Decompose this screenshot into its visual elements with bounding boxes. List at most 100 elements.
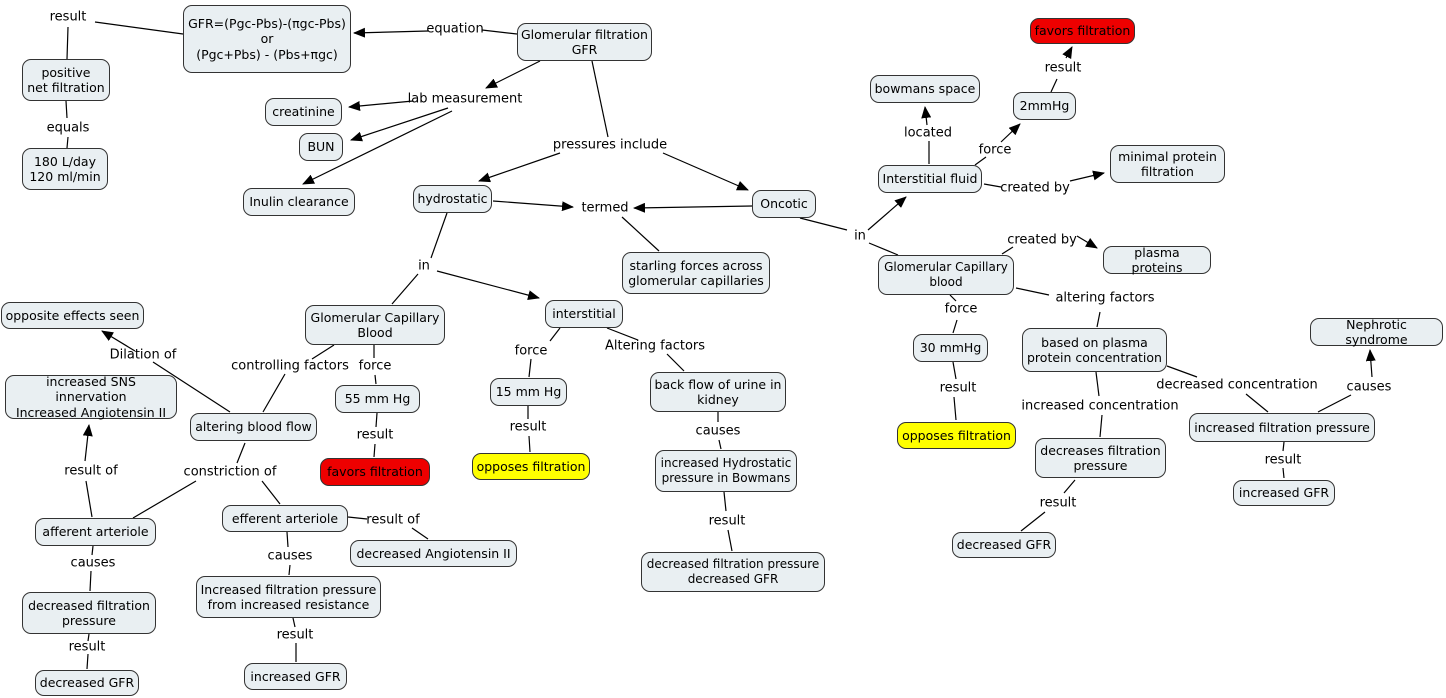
edge-label-causes-afferent[interactable]: causes bbox=[70, 555, 116, 571]
node-increased-filtration-pressure-right[interactable]: increased filtration pressure bbox=[1189, 413, 1375, 442]
edge-label-result-top-left[interactable]: result bbox=[49, 9, 87, 25]
node-glomerular-capillary-blood-right[interactable]: Glomerular Capillary blood bbox=[878, 255, 1014, 295]
edge-label-altering-factors-right[interactable]: altering factors bbox=[1055, 290, 1155, 306]
node-decreased-fp-decreased-gfr[interactable]: decreased filtration pressure decreased … bbox=[641, 552, 825, 592]
node-sns-angiotensin[interactable]: increased SNS innervation Increased Angi… bbox=[5, 374, 177, 420]
edge-label-result-of-efferent[interactable]: result of bbox=[366, 512, 420, 528]
edge-label-lab-measurement[interactable]: lab measurement bbox=[407, 91, 523, 107]
node-opposes-filtration-right[interactable]: opposes filtration bbox=[897, 422, 1016, 449]
node-favors-filtration-left[interactable]: favors filtration bbox=[320, 458, 430, 486]
edge-label-force-gcb-right[interactable]: force bbox=[944, 301, 978, 317]
node-increased-fp-resistance[interactable]: Increased filtration pressure from incre… bbox=[196, 576, 381, 618]
edge-label-created-by-interstitial-fluid[interactable]: created by bbox=[1000, 180, 1070, 196]
node-hydrostatic[interactable]: hydrostatic bbox=[413, 185, 492, 213]
edge-label-result-15[interactable]: result bbox=[509, 419, 547, 435]
node-gfr-formula[interactable]: GFR=(Pgc-Pbs)-(πgc-Pbs) or (Pgc+Pbs) - (… bbox=[183, 5, 351, 73]
node-interstitial-fluid[interactable]: Interstitial fluid bbox=[878, 165, 982, 193]
node-positive-net-filtration[interactable]: positive net filtration bbox=[22, 59, 110, 101]
node-based-on-plasma-protein[interactable]: based on plasma protein concentration bbox=[1022, 328, 1167, 372]
edge-line bbox=[1317, 394, 1352, 413]
edge-line bbox=[1001, 246, 1014, 255]
edge-label-located[interactable]: located bbox=[903, 125, 953, 141]
edge-line bbox=[718, 439, 722, 450]
node-increased-gfr-right[interactable]: increased GFR bbox=[1233, 480, 1335, 506]
edge-line bbox=[1095, 371, 1100, 397]
edge-label-constriction-of[interactable]: constriction of bbox=[183, 464, 277, 480]
edge-line bbox=[391, 273, 419, 305]
node-opposite-effects-seen[interactable]: opposite effects seen bbox=[1, 302, 144, 329]
node-plasma-proteins[interactable]: plasma proteins bbox=[1103, 245, 1211, 275]
edge-line bbox=[353, 27, 429, 38]
edge-label-force-interstitial-fluid[interactable]: force bbox=[978, 142, 1012, 158]
node-back-flow-urine[interactable]: back flow of urine in kidney bbox=[650, 372, 786, 412]
edge-label-result-ifpr[interactable]: result bbox=[276, 627, 314, 643]
edge-label-decreased-concentration[interactable]: decreased concentration bbox=[1156, 377, 1318, 393]
edge-label-controlling-factors[interactable]: controlling factors bbox=[231, 358, 349, 374]
node-glomerular-filtration-gfr[interactable]: Glomerular filtration GFR bbox=[517, 23, 652, 61]
edge-line bbox=[411, 527, 429, 540]
edge-line bbox=[1096, 311, 1101, 328]
node-two-mm-hg[interactable]: 2mmHg bbox=[1013, 92, 1076, 120]
edge-label-result-30mmhg[interactable]: result bbox=[939, 380, 977, 396]
node-nephrotic-syndrome[interactable]: Nephrotic syndrome bbox=[1310, 317, 1443, 347]
node-decreased-gfr-right[interactable]: decreased GFR bbox=[952, 532, 1056, 558]
edge-label-pressures-include[interactable]: pressures include bbox=[552, 137, 668, 153]
node-decreased-filtration-pressure-left[interactable]: decreased filtration pressure bbox=[22, 592, 156, 634]
edge-label-created-by-gcb[interactable]: created by bbox=[1007, 232, 1077, 248]
node-increased-hydrostatic-bowmans[interactable]: increased Hydrostatic pressure in Bowman… bbox=[655, 450, 797, 492]
node-glomerular-capillary-blood-left[interactable]: Glomerular Capillary Blood bbox=[305, 305, 445, 345]
node-favors-filtration-top-right[interactable]: favors filtration bbox=[1030, 18, 1135, 44]
node-rate-180-l-day[interactable]: 180 L/day 120 ml/min bbox=[22, 148, 108, 190]
edge-label-causes-efferent[interactable]: causes bbox=[267, 548, 313, 564]
edge-label-in-right[interactable]: in bbox=[854, 228, 866, 244]
edge-label-force-interstitial[interactable]: force bbox=[514, 343, 548, 359]
node-minimal-protein-filtration[interactable]: minimal protein filtration bbox=[1110, 145, 1225, 183]
edge-label-result-ifp-right[interactable]: result bbox=[1264, 452, 1302, 468]
node-afferent-arteriole[interactable]: afferent arteriole bbox=[35, 518, 156, 546]
node-bun[interactable]: BUN bbox=[299, 133, 343, 161]
node-fiftyfive-mm-hg[interactable]: 55 mm Hg bbox=[335, 385, 420, 413]
edge-line bbox=[1015, 287, 1050, 296]
node-decreases-filtration-pressure[interactable]: decreases filtration pressure bbox=[1035, 438, 1166, 478]
edge-label-causes-backflow[interactable]: causes bbox=[695, 423, 741, 439]
node-altering-blood-flow[interactable]: altering blood flow bbox=[190, 413, 317, 441]
edge-line bbox=[262, 373, 286, 413]
edge-label-result-dfp-left[interactable]: result bbox=[68, 639, 106, 655]
edge-line bbox=[82, 424, 93, 462]
node-fifteen-mm-hg[interactable]: 15 mm Hg bbox=[490, 378, 567, 406]
node-opposes-filtration-left[interactable]: opposes filtration bbox=[472, 453, 590, 480]
edge-label-dilation-of[interactable]: Dilation of bbox=[109, 347, 177, 363]
node-decreased-gfr-bottom-left[interactable]: decreased GFR bbox=[35, 670, 139, 696]
edge-label-result-dfp-right[interactable]: result bbox=[1039, 495, 1077, 511]
edge-line bbox=[549, 327, 561, 342]
edge-line bbox=[288, 564, 291, 576]
edge-line bbox=[1069, 170, 1105, 182]
edge-label-increased-concentration[interactable]: increased concentration bbox=[1021, 398, 1179, 414]
edge-label-equation[interactable]: equation bbox=[426, 21, 484, 37]
edge-label-result-55[interactable]: result bbox=[356, 427, 394, 443]
node-creatinine[interactable]: creatinine bbox=[265, 98, 342, 126]
node-thirty-mm-hg[interactable]: 30 mmHg bbox=[913, 334, 988, 362]
node-interstitial[interactable]: interstitial bbox=[545, 300, 623, 328]
edge-label-termed[interactable]: termed bbox=[581, 200, 629, 216]
edge-label-causes-nephrotic[interactable]: causes bbox=[1346, 379, 1392, 395]
node-oncotic[interactable]: Oncotic bbox=[752, 190, 816, 218]
node-starling-forces[interactable]: starling forces across glomerular capill… bbox=[622, 252, 770, 294]
node-bowmans-space[interactable]: bowmans space bbox=[870, 75, 980, 103]
edge-label-in-left[interactable]: in bbox=[418, 258, 430, 274]
edge-line bbox=[436, 270, 540, 301]
edge-label-altering-factors-left[interactable]: Altering factors bbox=[604, 338, 706, 354]
node-decreased-angiotensin-ii[interactable]: decreased Angiotensin II bbox=[350, 540, 517, 567]
edge-label-result-of-afferent[interactable]: result of bbox=[64, 463, 118, 479]
edge-label-result-bowmans[interactable]: result bbox=[708, 513, 746, 529]
node-efferent-arteriole[interactable]: efferent arteriole bbox=[222, 505, 348, 532]
node-inulin-clearance[interactable]: Inulin clearance bbox=[243, 188, 355, 216]
edge-label-equals[interactable]: equals bbox=[46, 120, 90, 136]
edge-line bbox=[86, 653, 89, 670]
edge-label-result-2mmhg[interactable]: result bbox=[1044, 60, 1082, 76]
edge-label-force-gcb-left[interactable]: force bbox=[358, 358, 392, 374]
node-increased-gfr-bottom[interactable]: increased GFR bbox=[244, 663, 347, 690]
edge-line bbox=[1063, 479, 1076, 494]
edge-line bbox=[375, 412, 378, 428]
edge-line bbox=[1062, 46, 1073, 60]
